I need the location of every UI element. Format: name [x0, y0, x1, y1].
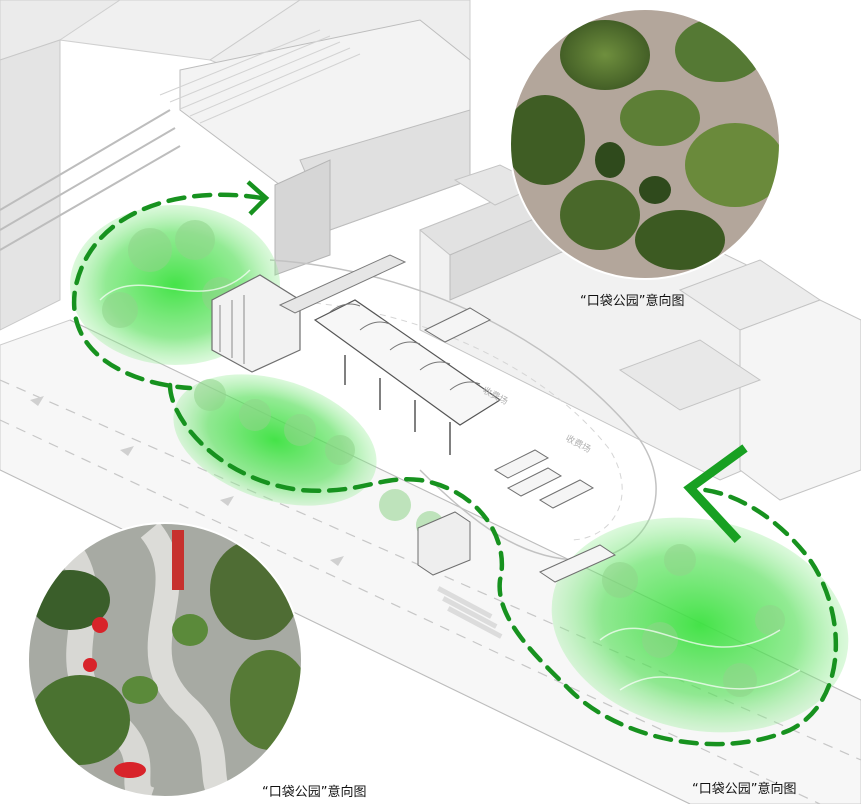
route-arrow-east — [683, 444, 748, 544]
park-circulation-route — [71, 192, 839, 747]
bus-terminal — [211, 254, 617, 583]
park-paths — [99, 269, 801, 691]
background-buildings — [0, 0, 861, 501]
reference-photo-bottom-left — [27, 522, 303, 798]
route-arrow-north — [246, 180, 270, 216]
road-marking-text-2: 收费场 — [564, 432, 593, 455]
park-zone-west-plaza — [173, 374, 377, 506]
caption-top-right: “口袋公园”意向图 — [580, 294, 685, 309]
caption-bottom-left: “口袋公园”意向图 — [262, 785, 367, 800]
caption-bottom-right: “口袋公园”意向图 — [692, 782, 797, 797]
reference-photo-top-right — [509, 8, 781, 280]
